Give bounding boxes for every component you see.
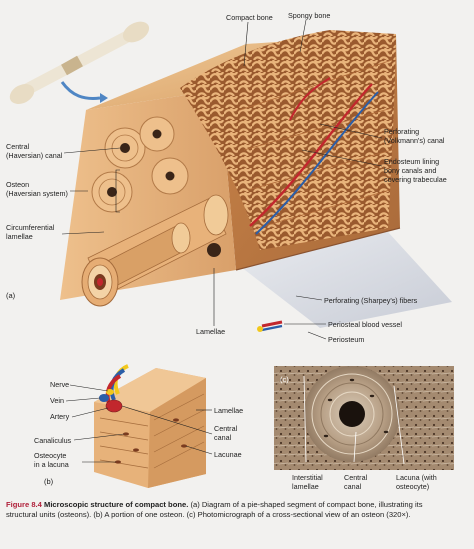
- label-central-canal-line2: (Haversian) canal: [6, 151, 63, 160]
- label-lacunae: Lacunae: [214, 450, 242, 459]
- label-vein: Vein: [50, 396, 64, 405]
- osteon-cross-sections: [91, 116, 221, 257]
- label-osteon-line2: (Haversian system): [6, 189, 68, 198]
- label-central-canal-line1: Central: [6, 142, 30, 151]
- label-osteon-line1: Osteon: [6, 180, 29, 189]
- label-endosteum-line1: Endosteum lining: [384, 157, 439, 166]
- label-compact-bone: Compact bone: [226, 13, 273, 22]
- panel-c-letter: (c): [280, 375, 289, 384]
- label-circumferential-lamellae-line1: Circumferential: [6, 223, 55, 232]
- label-spongy-bone: Spongy bone: [288, 11, 330, 20]
- panel-a-letter: (a): [6, 291, 16, 300]
- label-periosteum: Periosteum: [328, 335, 364, 344]
- label-circumferential-lamellae-line2: lamellae: [6, 232, 33, 241]
- long-bone-thumbnail: [9, 21, 150, 105]
- label-sharpeys-fibers: Perforating (Sharpey's) fibers: [324, 296, 418, 305]
- figure-caption: Figure 8.4 Microscopic structure of comp…: [6, 500, 446, 520]
- label-lamellae-b: Lamellae: [214, 406, 243, 415]
- micro-lacunae: [323, 378, 389, 438]
- blood-vessels: [249, 77, 379, 332]
- panel-b-labels: Nerve Vein Artery Canaliculus Osteocyte …: [34, 380, 243, 486]
- label-central-canal-b-line1: Central: [214, 424, 238, 433]
- label-lacuna-line2: osteocyte): [396, 482, 429, 491]
- bone-segment-diagram: [60, 30, 452, 332]
- panel-c-photomicrograph: [274, 366, 454, 470]
- osteocyte-cells: [115, 418, 187, 464]
- label-perforating-canal-line1: Perforating: [384, 127, 419, 136]
- figure-caption-text: (a) Diagram of a pie-shaped segment of c…: [6, 500, 423, 520]
- label-interstitial-lamellae-line2: lamellae: [292, 482, 319, 491]
- pointer-arrow-icon: [60, 81, 101, 100]
- panel-b-osteon-portion: [94, 364, 206, 488]
- label-osteocyte-line1: Osteocyte: [34, 451, 66, 460]
- label-periosteal-vessel: Periosteal blood vessel: [328, 320, 402, 329]
- panel-c-labels: Interstitial lamellae Central canal Lacu…: [280, 375, 437, 491]
- label-perforating-canal-line2: (Volkmann's) canal: [384, 136, 445, 145]
- label-central-canal-c-line1: Central: [344, 473, 368, 482]
- label-canaliculus: Canaliculus: [34, 436, 72, 445]
- label-central-canal-c-line2: canal: [344, 482, 362, 491]
- label-osteocyte-line2: in a lacuna: [34, 460, 69, 469]
- label-nerve: Nerve: [50, 380, 69, 389]
- panel-a-labels: Compact bone Spongy bone Central (Havers…: [6, 11, 447, 344]
- panel-b-letter: (b): [44, 477, 54, 486]
- label-artery: Artery: [50, 412, 70, 421]
- figure-number: Figure 8.4: [6, 500, 42, 509]
- pointer-arrowhead-icon: [100, 93, 108, 103]
- label-central-canal-b-line2: canal: [214, 433, 232, 442]
- figure-title: Microscopic structure of compact bone.: [44, 500, 189, 509]
- label-endosteum-line2: bony canals and: [384, 166, 436, 175]
- label-lamellae: Lamellae: [196, 327, 225, 336]
- label-lacuna-line1: Lacuna (with: [396, 473, 437, 482]
- label-endosteum-line3: covering trabeculae: [384, 175, 447, 184]
- telescoped-osteon: [81, 194, 229, 307]
- label-interstitial-lamellae-line1: Interstitial: [292, 473, 323, 482]
